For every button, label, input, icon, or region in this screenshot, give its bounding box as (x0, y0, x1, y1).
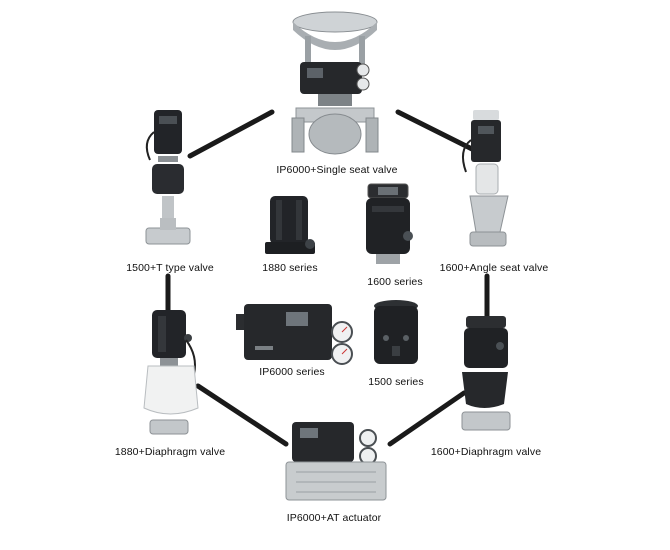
at-actuator-image (285, 422, 387, 501)
label-1880-diaphragm-valve: 1880+Diaphragm valve (114, 446, 226, 458)
series-1600-image (366, 183, 413, 264)
diaphragm-valve-1880-image (143, 310, 199, 435)
series-ip6000-image (236, 304, 353, 365)
label-1880-series: 1880 series (262, 262, 318, 274)
label-at-actuator: IP6000+AT actuator (286, 512, 382, 524)
t-type-valve-image (145, 110, 191, 245)
link-top-left (187, 109, 275, 159)
label-angle-seat-valve: 1600+Angle seat valve (439, 262, 549, 274)
single-seat-valve-image (291, 11, 379, 155)
angle-seat-valve-image (461, 110, 509, 247)
label-ip6000-series: IP6000 series (259, 366, 325, 378)
series-1880-image (265, 196, 315, 254)
label-1500-series: 1500 series (368, 376, 424, 388)
label-1600-diaphragm-valve: 1600+Diaphragm valve (430, 446, 542, 458)
diaphragm-valve-1600-image (461, 316, 511, 431)
series-1500-image (374, 300, 418, 364)
label-single-seat-valve: IP6000+Single seat valve (276, 164, 398, 176)
link-bottom-right (387, 390, 467, 447)
link-bottom-left (195, 383, 289, 447)
label-1600-series: 1600 series (367, 276, 423, 288)
link-top-right (395, 109, 481, 155)
label-t-type-valve: 1500+T type valve (126, 262, 214, 274)
